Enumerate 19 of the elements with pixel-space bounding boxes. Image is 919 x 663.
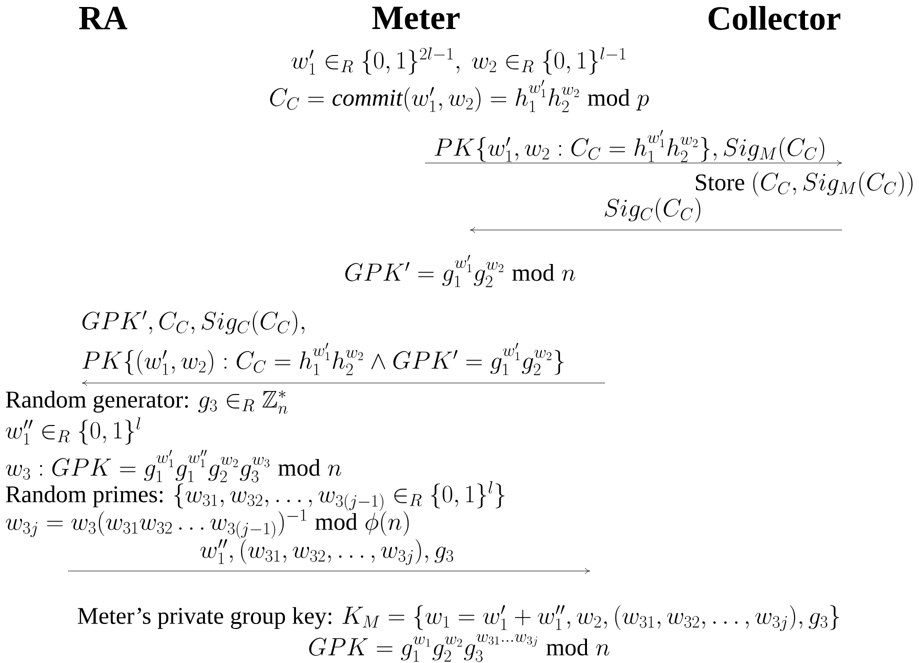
computation-text: $\text{Store } (C_C, Sig_M(C_C))$: [696, 172, 913, 196]
computation-text: $GPK = g_1^{w_1} g_2^{w_2} g_3^{w_{31} \ldots w_{3j}} \bmod n$: [309, 634, 610, 662]
message-label: $PK\{(w_1', w_2) : C_C = h_1^{w_1'} h_2^{w_2} \wedge GPK' = g_1^{w_1'} g_2^{w_2}\}$: [82, 342, 564, 376]
computation-text: $w_{3j} = w_3 (w_{31} w_{32} \ldots w_{3(j-1)})^{-1} \bmod \phi(n)$: [6, 509, 409, 538]
computation-text: $C_C = \mathit{commit}(w_1', w_2) = h_1^{w_1'} h_2^{w_2} \bmod p$: [270, 80, 649, 112]
party-heading: Meter: [372, 6, 460, 30]
party-heading: Collector: [708, 6, 840, 30]
computation-text: $\text{Random generator: } g_3 \in_R \mathbb{Z}_n^*$: [6, 390, 288, 414]
computation-text: $w_3 : GPK = g_1^{w_1'} g_1^{w_1''} g_2^{w_2} g_3^{w_3} \bmod n$: [6, 450, 342, 482]
computation-text: $GPK' = g_1^{w_1'} g_2^{w_2} \bmod n$: [345, 254, 576, 288]
computation-text: $\text{Random primes: } \{w_{31}, w_{32}, \ldots, w_{3(j-1)} \in_R \{0,1\}^l\}$: [6, 481, 504, 511]
computation-text: $w_1' \in_R \{0,1\}^{2l-1},\ w_2 \in_R \{0,1\}^{l-1}$: [292, 47, 626, 75]
party-heading: RA: [79, 6, 128, 30]
message-label: $Sig_C(C_C)$: [604, 198, 700, 222]
computation-text: $w_1'' \in_R \{0,1\}^l$: [6, 417, 140, 445]
message-label: $w_1'', (w_{31}, w_{32}, \ldots, w_{3j}), g_3$: [200, 539, 454, 566]
message-label: $GPK', C_C, Sig_C(C_C),$: [82, 310, 304, 336]
computation-text: $\text{Meter's private group key: } K_M = \{w_1 = w_1' + w_1'', w_2, (w_{31}, w_{32}, \ldots, w_{3j}), g_3\}$: [78, 605, 840, 632]
message-label: $PK\{w_1', w_2 : C_C = h_1^{w_1'} h_2^{w_2}\}, Sig_M(C_C)$: [434, 130, 824, 162]
